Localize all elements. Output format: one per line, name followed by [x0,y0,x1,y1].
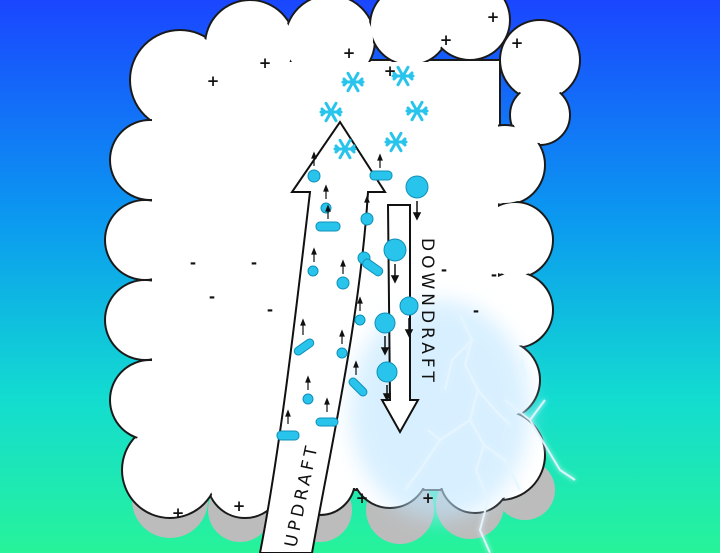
ice-crystal-icon [336,347,348,359]
lightning-glow [350,300,530,520]
positive-charge: + [487,8,500,26]
positive-charges: + + + + + + + + + + + [172,8,524,522]
ice-crystals [276,169,393,441]
hail-fall-arrows [380,201,422,402]
ice-crystal-icon [315,221,341,232]
negative-charge: - [441,261,447,279]
updraft-rise-arrows [285,151,383,424]
ice-crystal-icon [354,314,366,326]
hail-stones [374,175,429,383]
positive-charge: + [440,31,453,49]
negative-charge: - [190,254,196,272]
negative-charge: - [209,288,215,306]
lightning-icon [404,314,576,553]
positive-charge: + [233,497,246,515]
negative-charges: - - - - - - - [190,254,497,320]
positive-charge: + [511,34,524,52]
ice-crystal-icon [307,169,321,183]
downdraft-label: DOWNDRAFT [417,238,437,386]
ice-crystal-icon [315,417,339,427]
positive-charge: + [259,54,272,72]
ice-crystal-icon [348,377,368,397]
positive-charge: + [384,62,397,80]
ice-crystal-icon [302,393,314,405]
positive-charge: + [422,489,435,507]
hail-icon [399,296,419,316]
hail-icon [376,361,398,383]
ice-crystal-icon [369,170,393,181]
positive-charge: + [356,489,369,507]
ice-crystal-icon [336,276,350,290]
negative-charge: - [267,301,273,319]
negative-charge: - [473,302,479,320]
positive-charge: + [207,72,220,90]
ice-crystal-icon [307,265,319,277]
positive-charge: + [343,44,356,62]
hail-icon [383,238,407,262]
hail-icon [405,175,429,199]
hail-icon [374,312,396,334]
negative-charge: - [491,266,497,284]
ice-crystal-icon [360,212,374,226]
negative-charge: - [251,254,257,272]
ice-crystal-icon [293,338,315,356]
positive-charge: + [172,504,185,522]
ice-crystal-icon [362,258,384,277]
ice-crystal-icon [276,430,300,441]
